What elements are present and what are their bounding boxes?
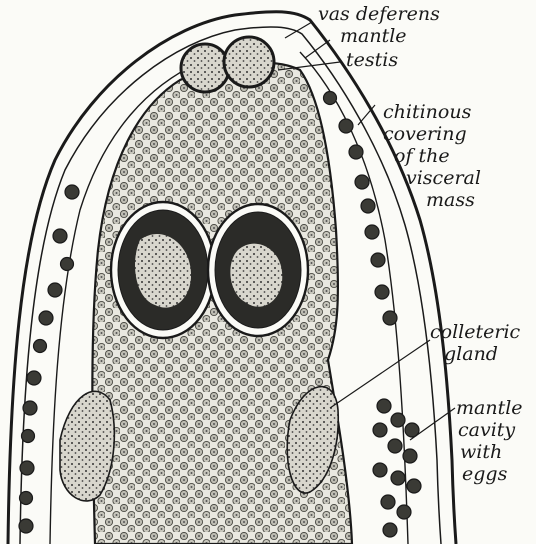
label-mantle-cavity-1: mantle <box>456 398 523 419</box>
label-mantle-top: mantle <box>340 26 407 47</box>
label-mantle-cavity-3: with <box>460 442 502 463</box>
label-chitinous-5: mass <box>426 190 475 211</box>
label-mantle-cavity-4: eggs <box>462 464 507 485</box>
label-testis: testis <box>346 50 398 71</box>
label-chitinous-4: visceral <box>406 168 481 189</box>
label-mantle-cavity-2: cavity <box>458 420 515 441</box>
label-chitinous-2: covering <box>383 124 467 145</box>
label-chitinous-1: chitinous <box>383 102 471 123</box>
label-chitinous-3: of the <box>394 146 450 167</box>
label-colleteric-1: colleteric <box>430 322 520 343</box>
label-vas-deferens: vas deferens <box>318 4 440 25</box>
label-colleteric-2: gland <box>444 344 498 365</box>
